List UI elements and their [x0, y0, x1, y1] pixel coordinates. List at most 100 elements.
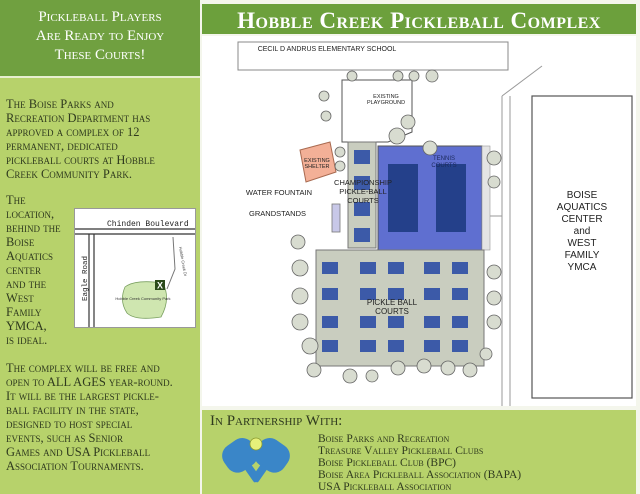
p1-line-2: Recreation Department has — [6, 111, 151, 125]
banner-line-3: These Courts! — [54, 47, 146, 63]
hobble-creek-drive-line — [166, 236, 176, 290]
shelter-label: EXISTING SHELTER — [304, 158, 330, 170]
shelter-shape — [299, 141, 337, 183]
tree-icon — [487, 175, 501, 189]
tree-icon — [306, 362, 322, 378]
p2-line-11: is ideal. — [6, 333, 48, 347]
pb-court — [360, 340, 376, 352]
tree-icon — [334, 146, 346, 158]
paddle-right-face — [254, 438, 290, 473]
pb-court — [424, 262, 440, 274]
trees — [290, 69, 502, 384]
location-marker-x: X — [157, 281, 163, 291]
p1-line-1: The Boise Parks and — [6, 97, 114, 111]
tree-icon — [301, 337, 319, 355]
ymca-label-block: BOISE AQUATICS CENTER and WEST FAMILY YM… — [532, 190, 632, 274]
site-plan: CECIL D ANDRUS ELEMENTARY SCHOOL EXISTIN… — [202, 36, 636, 406]
tree-icon — [291, 313, 309, 331]
ymca-line-1: BOISE — [566, 190, 598, 201]
gravel-strip — [481, 145, 491, 251]
paddle-right-handle — [251, 464, 268, 483]
pb-court — [452, 340, 468, 352]
tree-icon — [290, 234, 306, 250]
p1-line-4: permanent, dedicated — [6, 139, 118, 153]
tree-icon — [440, 360, 456, 376]
header-bar: Hobble Creek Pickleball Complex — [202, 4, 636, 34]
hobble-creek-drive-label: Hobble Creek Dr — [178, 246, 188, 277]
pb-court — [452, 262, 468, 274]
tree-icon — [320, 110, 332, 122]
pb-court — [452, 316, 468, 328]
water-fountain-label: WATER FOUNTAIN — [245, 188, 312, 197]
tree-icon — [479, 347, 493, 361]
p2-line-1: The — [6, 193, 26, 207]
ymca-building — [531, 95, 633, 399]
p3-line-3: It will be the largest pickle- — [6, 389, 159, 403]
road-diag — [501, 65, 543, 97]
site-plan-svg — [237, 41, 633, 406]
pickleball-ball — [249, 437, 263, 451]
tree-icon — [408, 70, 420, 82]
pickleball-court-grid — [322, 262, 468, 352]
partner-2: Treasure Valley Pickleball Clubs — [318, 445, 484, 457]
school-boundary — [237, 41, 509, 71]
partner-5: USA Pickleball Association — [318, 481, 452, 493]
tree-icon — [291, 259, 309, 277]
left-banner: Pickleball Players Are Ready to Enjoy Th… — [0, 0, 200, 78]
tree-icon — [390, 360, 406, 376]
tree-icon — [346, 70, 358, 82]
ymca-line-2: AQUATICS — [556, 202, 608, 213]
ymca-line-6: FAMILY — [564, 250, 600, 261]
pb-court — [388, 288, 404, 300]
left-panel: Pickleball Players Are Ready to Enjoy Th… — [0, 0, 200, 494]
p2-line-8: West — [6, 291, 34, 305]
pb-court — [388, 340, 404, 352]
page-title: Hobble Creek Pickleball Complex — [237, 8, 601, 33]
tree-icon — [486, 314, 502, 330]
banner-line-1: Pickleball Players — [38, 9, 162, 25]
pb-court — [322, 288, 338, 300]
p3-line-2: open to ALL AGES year-round. — [6, 375, 173, 389]
location-marker-box — [155, 280, 165, 290]
grandstands-shape — [331, 203, 341, 233]
championship-label: CHAMPIONSHIP PICKLE-BALL COURTS — [334, 178, 392, 205]
partnership-title: In Partnership With: — [210, 413, 343, 429]
p1-line-5: pickleball courts at Hobble — [6, 153, 155, 167]
partnership-panel: In Partnership With: Boise Parks and Rec… — [202, 410, 636, 494]
playground-label: EXISTING PLAYGROUND — [366, 94, 406, 106]
champ-court-4 — [354, 228, 370, 242]
banner-line-2: Are Ready to Enjoy — [35, 28, 165, 44]
p3-line-5: designed to host special — [6, 417, 133, 431]
tree-icon — [486, 264, 502, 280]
p3-line-8: Association Tournaments. — [6, 459, 144, 473]
pb-court — [424, 316, 440, 328]
ymca-line-4: and — [573, 226, 591, 237]
pb-court — [322, 316, 338, 328]
p2-line-6: center — [6, 263, 41, 277]
p2-line-3: behind the — [6, 221, 61, 235]
tree-icon — [416, 358, 432, 374]
p1-line-6: Creek Community Park. — [6, 167, 132, 181]
partner-3: Boise Pickleball Club (BPC) — [318, 457, 456, 469]
p2-line-4: Boise — [6, 235, 35, 249]
pb-court — [388, 262, 404, 274]
ymca-line-7: YMCA — [567, 262, 597, 273]
partner-4: Boise Area Pickleball Association (BAPA) — [318, 469, 522, 481]
tree-icon — [486, 290, 502, 306]
tree-icon — [365, 369, 379, 383]
p1-line-3: approved a complex of 12 — [6, 125, 140, 139]
pb-court — [360, 288, 376, 300]
chinden-road-label: Chinden Boulevard — [107, 220, 189, 229]
pb-court — [360, 316, 376, 328]
pb-court — [424, 288, 440, 300]
tree-icon — [462, 362, 478, 378]
p2-line-9: Family — [6, 305, 42, 319]
tennis-court-2 — [436, 164, 466, 232]
partner-1: Boise Parks and Recreation — [318, 433, 450, 445]
ymca-line-5: WEST — [567, 238, 597, 249]
champ-court-2 — [354, 176, 370, 190]
tennis-court-1 — [388, 164, 418, 232]
grandstands-label: GRANDSTANDS — [249, 209, 306, 218]
tree-icon — [425, 69, 439, 83]
tree-icon — [388, 127, 406, 145]
